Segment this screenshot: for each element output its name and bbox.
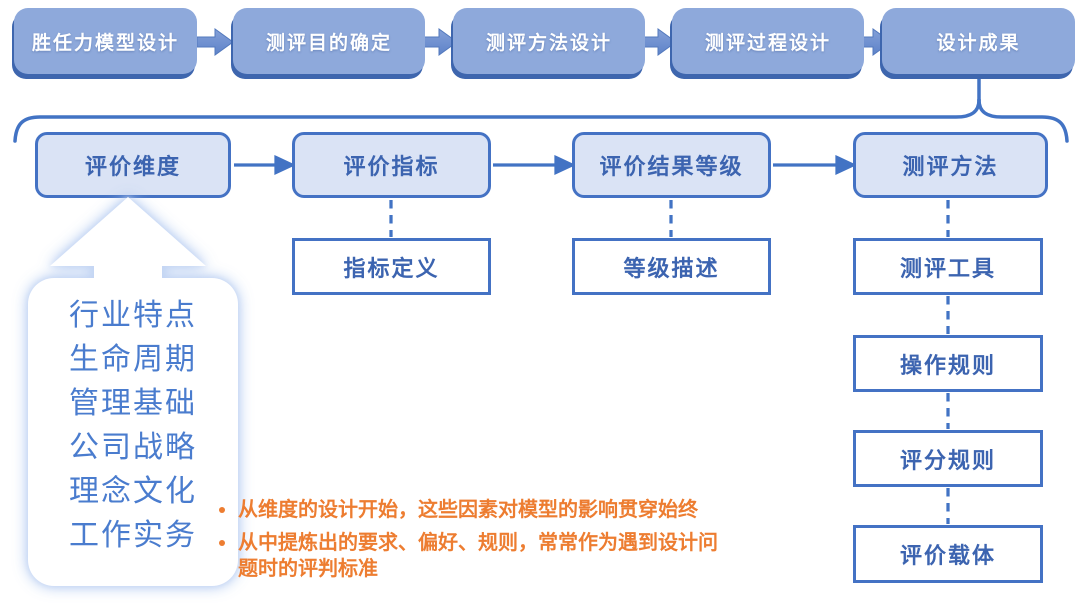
factor-item: 工作实务 [69, 519, 197, 552]
bullet-dot-icon [219, 540, 225, 546]
node-evaluation-dimension: 评价维度 [35, 132, 231, 198]
factor-item: 管理基础 [69, 387, 197, 420]
box-assessment-tools: 测评工具 [853, 238, 1043, 295]
factor-item: 理念文化 [69, 475, 197, 508]
node-result-grades: 评价结果等级 [572, 132, 771, 198]
dimension-factors-panel: 行业特点 生命周期 管理基础 公司战略 理念文化 工作实务 [28, 278, 238, 586]
arrowhead-icon [554, 154, 576, 176]
box-indicator-definition: 指标定义 [292, 238, 491, 295]
factor-item: 生命周期 [69, 343, 197, 376]
box-operation-rules: 操作规则 [853, 335, 1043, 392]
arrowhead-icon [274, 154, 296, 176]
arrowhead-icon [835, 154, 857, 176]
note-item: 从维度的设计开始，这些因素对模型的影响贯穿始终 [212, 497, 736, 523]
step-assessment-method-design: 测评方法设计 [453, 8, 645, 74]
note-text: 从维度的设计开始，这些因素对模型的影响贯穿始终 [238, 499, 698, 521]
factor-item: 公司战略 [69, 431, 197, 464]
box-grade-description: 等级描述 [572, 238, 771, 295]
step-assessment-process-design: 测评过程设计 [672, 8, 864, 74]
notes-list: 从维度的设计开始，这些因素对模型的影响贯穿始终 从中提炼出的要求、偏好、规则，常… [212, 497, 736, 589]
step-design-results: 设计成果 [882, 8, 1075, 74]
step-assessment-purpose: 测评目的确定 [233, 8, 425, 74]
box-evaluation-carrier: 评价载体 [853, 525, 1043, 583]
design-flow-arrows [234, 154, 857, 176]
up-arrow-icon [50, 197, 206, 266]
node-assessment-method: 测评方法 [853, 132, 1048, 198]
box-scoring-rules: 评分规则 [853, 430, 1043, 487]
step-competency-model-design: 胜任力模型设计 [14, 8, 197, 74]
factor-item: 行业特点 [69, 299, 197, 332]
note-text: 从中提炼出的要求、偏好、规则，常常作为遇到设计问题时的评判标准 [238, 532, 718, 580]
bullet-dot-icon [219, 507, 225, 513]
dashed-connectors [389, 200, 950, 524]
flow-arrow-icon [196, 28, 234, 56]
note-item: 从中提炼出的要求、偏好、规则，常常作为遇到设计问题时的评判标准 [212, 530, 736, 582]
results-umbrella-connector [13, 73, 1069, 143]
node-evaluation-indicator: 评价指标 [292, 132, 491, 198]
